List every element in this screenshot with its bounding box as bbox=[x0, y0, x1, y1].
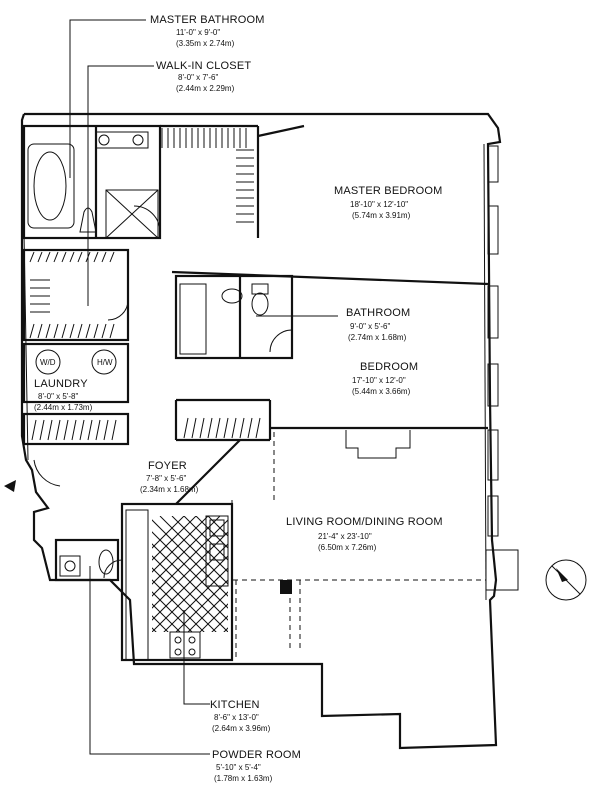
svg-text:(1.78m x 1.63m): (1.78m x 1.63m) bbox=[214, 774, 273, 783]
svg-text:18'-10" x 12'-10": 18'-10" x 12'-10" bbox=[350, 200, 408, 209]
room-label-bathroom: BATHROOM 9'-0" x 5'-6" (2.74m x 1.68m) bbox=[346, 307, 410, 342]
room-label-master-bathroom: MASTER BATHROOM 11'-0" x 9'-0" (3.35m x … bbox=[150, 14, 265, 48]
svg-text:(2.44m x 1.73m): (2.44m x 1.73m) bbox=[34, 403, 93, 412]
room-label-foyer: FOYER 7'-8" x 5'-6" (2.34m x 1.68m) bbox=[140, 460, 199, 494]
column bbox=[280, 580, 292, 594]
master-bath-fixtures bbox=[27, 131, 159, 239]
svg-text:21'-4" x 23'-10": 21'-4" x 23'-10" bbox=[318, 532, 372, 541]
kitchen-fixtures bbox=[125, 509, 229, 661]
svg-text:MASTER BATHROOM: MASTER BATHROOM bbox=[150, 14, 265, 26]
svg-text:LAUNDRY: LAUNDRY bbox=[34, 378, 88, 390]
svg-text:(5.44m x 3.66m): (5.44m x 3.66m) bbox=[352, 387, 411, 396]
room-label-kitchen: KITCHEN 8'-6" x 13'-0" (2.64m x 3.96m) bbox=[210, 699, 271, 733]
room-label-living-dining: LIVING ROOM/DINING ROOM 21'-4" x 23'-10"… bbox=[286, 516, 443, 552]
svg-text:(2.64m x 3.96m): (2.64m x 3.96m) bbox=[212, 724, 271, 733]
svg-text:(6.50m x 7.26m): (6.50m x 7.26m) bbox=[318, 543, 377, 552]
windows bbox=[485, 145, 519, 591]
leader-lines bbox=[69, 19, 338, 755]
svg-text:(2.34m x 1.68m): (2.34m x 1.68m) bbox=[140, 485, 199, 494]
room-label-powder-room: POWDER ROOM 5'-10" x 5'-4" (1.78m x 1.63… bbox=[212, 749, 301, 783]
entry-arrow-icon bbox=[4, 480, 16, 492]
room-label-bedroom: BEDROOM 17'-10" x 12'-0" (5.44m x 3.66m) bbox=[352, 361, 418, 396]
north-arrow-icon bbox=[545, 559, 587, 601]
svg-text:(3.35m x 2.74m): (3.35m x 2.74m) bbox=[176, 39, 235, 48]
interior-walls bbox=[22, 124, 489, 662]
exterior-walls bbox=[20, 112, 502, 750]
svg-text:BEDROOM: BEDROOM bbox=[360, 361, 418, 373]
svg-text:7'-8" x 5'-6": 7'-8" x 5'-6" bbox=[146, 474, 186, 483]
svg-text:KITCHEN: KITCHEN bbox=[210, 699, 260, 711]
svg-text:(2.74m x 1.68m): (2.74m x 1.68m) bbox=[348, 333, 407, 342]
svg-text:BATHROOM: BATHROOM bbox=[346, 307, 410, 319]
washer-dryer-label: W/D bbox=[40, 358, 56, 367]
room-label-laundry: LAUNDRY 8'-0" x 5'-8" (2.44m x 1.73m) bbox=[34, 378, 93, 412]
bathroom-fixtures bbox=[179, 283, 269, 355]
laundry-appliances bbox=[35, 349, 117, 375]
svg-text:5'-10" x 5'-4": 5'-10" x 5'-4" bbox=[216, 763, 261, 772]
svg-text:(2.44m x 2.29m): (2.44m x 2.29m) bbox=[176, 84, 235, 93]
svg-text:11'-0" x 9'-0": 11'-0" x 9'-0" bbox=[176, 28, 220, 37]
svg-text:WALK-IN CLOSET: WALK-IN CLOSET bbox=[156, 60, 251, 72]
svg-text:LIVING ROOM/DINING ROOM: LIVING ROOM/DINING ROOM bbox=[286, 516, 443, 528]
svg-text:(5.74m x 3.91m): (5.74m x 3.91m) bbox=[352, 211, 411, 220]
room-label-master-bedroom: MASTER BEDROOM 18'-10" x 12'-10" (5.74m … bbox=[334, 185, 443, 220]
svg-text:FOYER: FOYER bbox=[148, 460, 187, 472]
room-label-walk-in-closet: WALK-IN CLOSET 8'-0" x 7'-6" (2.44m x 2.… bbox=[156, 60, 251, 93]
svg-text:9'-0" x 5'-6": 9'-0" x 5'-6" bbox=[350, 322, 390, 331]
svg-text:8'-6" x 13'-0": 8'-6" x 13'-0" bbox=[214, 713, 259, 722]
svg-text:8'-0" x 5'-8": 8'-0" x 5'-8" bbox=[38, 392, 78, 401]
svg-text:MASTER BEDROOM: MASTER BEDROOM bbox=[334, 185, 443, 197]
doors bbox=[33, 205, 293, 579]
kitchen-floor-pattern bbox=[152, 516, 228, 632]
hot-water-label: H/W bbox=[97, 358, 113, 367]
svg-text:8'-0" x 7'-6": 8'-0" x 7'-6" bbox=[178, 73, 218, 82]
closet-shelving bbox=[29, 128, 261, 441]
svg-text:POWDER ROOM: POWDER ROOM bbox=[212, 749, 301, 761]
svg-text:17'-10" x 12'-0": 17'-10" x 12'-0" bbox=[352, 376, 406, 385]
